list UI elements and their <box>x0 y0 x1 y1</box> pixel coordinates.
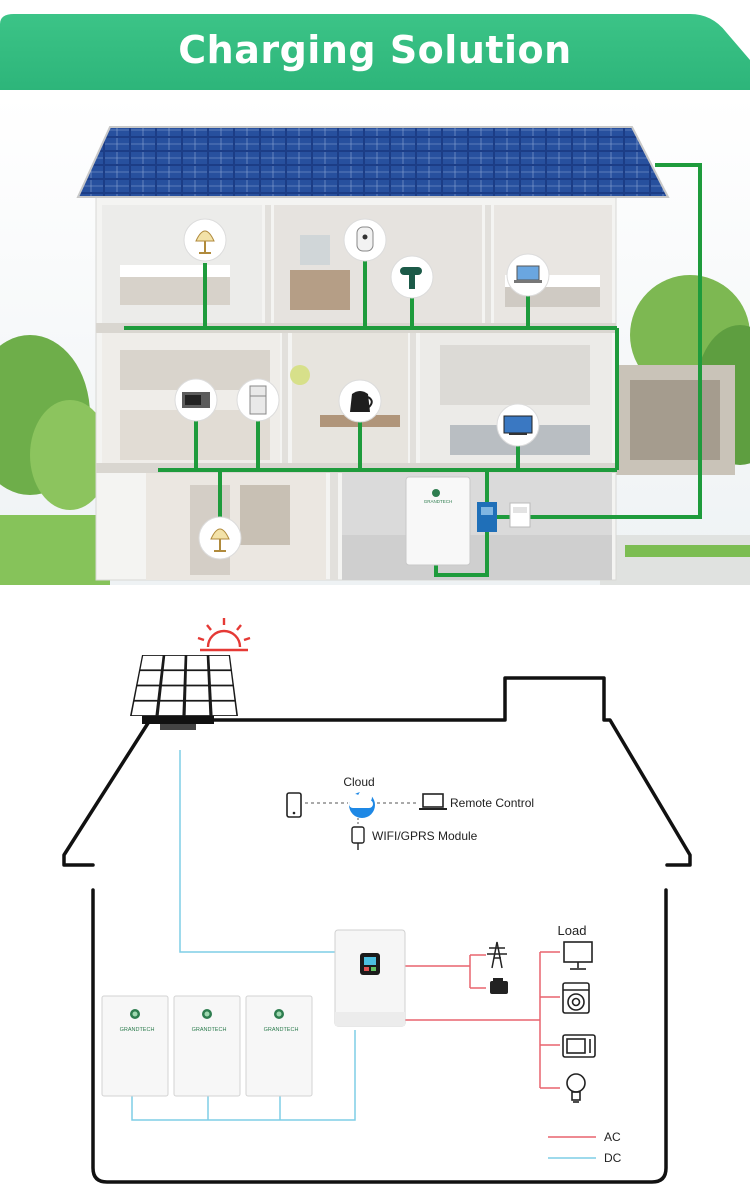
meter <box>509 502 531 528</box>
kettle-icon <box>338 379 382 423</box>
system-schematic: Cloud Remote Control WIFI/GPRS Module GR… <box>62 618 692 1184</box>
cloud-label: Cloud <box>343 775 374 789</box>
page-title: Charging Solution <box>178 28 572 72</box>
panel-cell <box>186 686 209 700</box>
power-tower-icon <box>487 941 507 969</box>
panel-cell <box>163 655 185 670</box>
dc-wiring <box>131 750 356 1121</box>
panel-frame <box>130 655 238 716</box>
panel-cell <box>158 701 183 716</box>
panel-cell <box>160 686 184 700</box>
panel-cell <box>211 686 235 700</box>
wire-segment <box>434 527 489 577</box>
wifi-module-icon <box>351 826 365 850</box>
battery-brand: GRANDTECH <box>120 1027 155 1033</box>
wall-battery: GRANDTECH <box>405 476 471 566</box>
inverter <box>477 502 497 532</box>
roof-solar-array <box>76 126 670 198</box>
legend-dc-label: DC <box>604 1151 622 1165</box>
ac-wiring <box>405 951 560 1089</box>
lamp-icon <box>183 218 227 262</box>
refrigerator-icon <box>236 378 280 422</box>
load-label: Load <box>558 923 587 938</box>
wire-segment <box>497 163 702 519</box>
panel-cell <box>134 686 159 700</box>
panel-cell <box>210 671 233 685</box>
solar-panel <box>130 655 238 730</box>
panel-cell <box>162 671 185 685</box>
battery-module: GRANDTECH <box>101 995 169 1097</box>
panel-cell <box>137 671 161 685</box>
panel-cell <box>185 701 210 716</box>
garden <box>0 275 750 585</box>
battery-module: GRANDTECH <box>245 995 313 1097</box>
panel-cell <box>186 671 208 685</box>
panel-cell <box>131 701 158 716</box>
laptop-icon <box>506 253 550 297</box>
remote-control-label: Remote Control <box>450 796 534 810</box>
monitor-icon <box>563 941 593 970</box>
phone-icon <box>286 792 302 818</box>
wifi-module-label: WIFI/GPRS Module <box>372 829 478 843</box>
television-icon <box>496 403 540 447</box>
laptop-icon <box>419 793 447 810</box>
battery-brand: GRANDTECH <box>424 499 453 504</box>
battery-module: GRANDTECH <box>173 995 241 1097</box>
light-bulb-icon <box>566 1073 586 1103</box>
generator-icon <box>490 978 508 994</box>
panel-cell <box>209 655 231 670</box>
panel-cell <box>140 655 163 670</box>
lamp-icon <box>198 516 242 560</box>
title-banner <box>0 14 750 90</box>
washing-machine-icon <box>562 982 590 1014</box>
legend-ac-label: AC <box>604 1130 621 1144</box>
legend: AC DC <box>548 1130 622 1165</box>
cloud-icon <box>349 790 375 818</box>
water-heater-icon <box>343 218 387 262</box>
panel-cell <box>211 701 237 716</box>
microwave-icon <box>562 1034 596 1058</box>
sun-icon <box>197 618 251 652</box>
hair-dryer-icon <box>390 255 434 299</box>
house-outline <box>62 676 692 1184</box>
microwave-icon <box>174 378 218 422</box>
battery-brand: GRANDTECH <box>192 1027 227 1033</box>
panel-cell <box>186 655 208 670</box>
battery-brand: GRANDTECH <box>264 1027 299 1033</box>
house-illustration: GRANDTECH <box>0 95 750 585</box>
hybrid-inverter <box>334 929 406 1027</box>
